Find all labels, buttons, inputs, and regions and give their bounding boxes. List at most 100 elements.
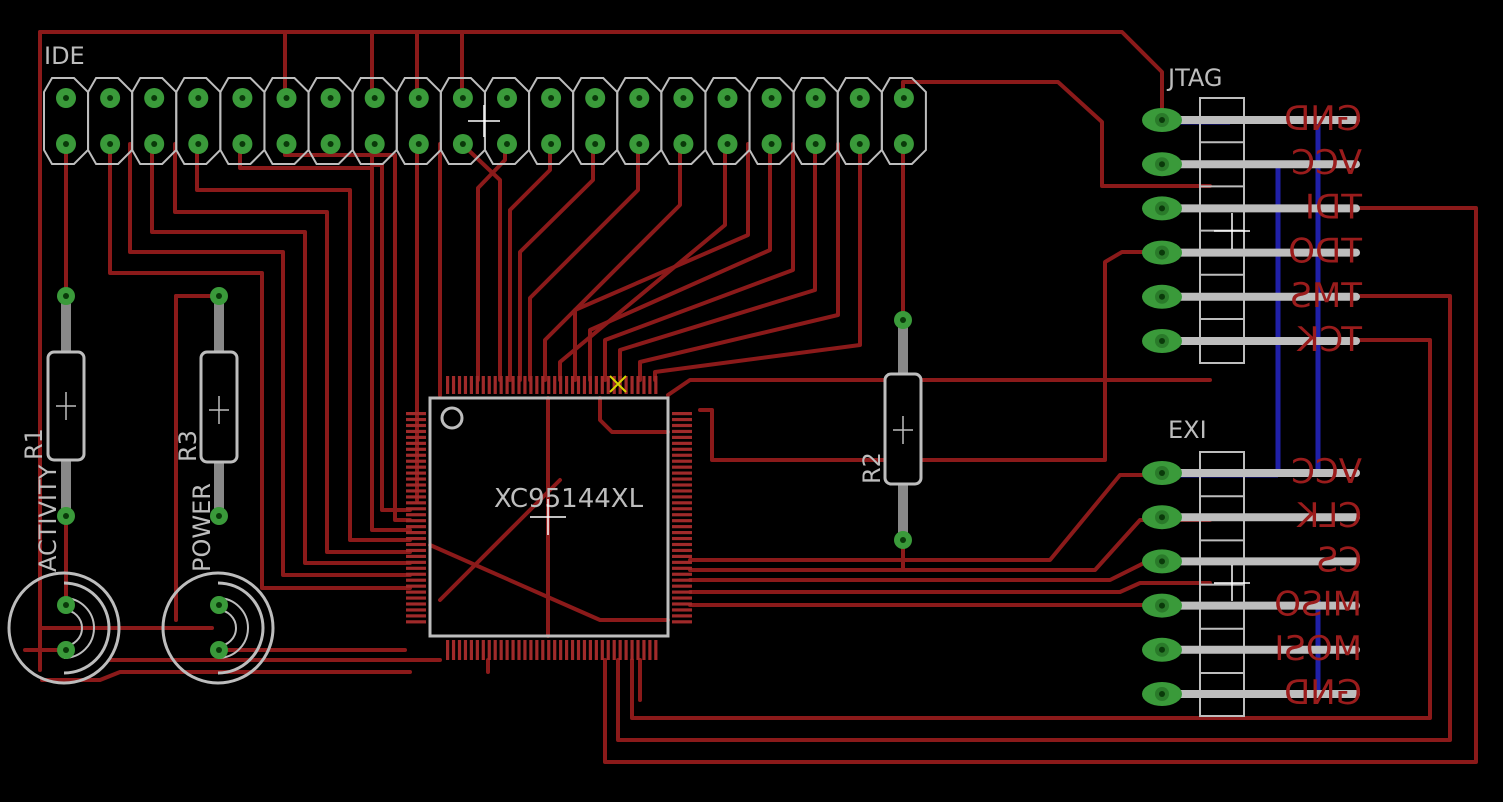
cpld-pad-bottom bbox=[588, 640, 592, 660]
ide-header[interactable]: IDE bbox=[43, 42, 927, 165]
cpld-pad-left bbox=[406, 614, 426, 618]
exi-pin-label: CLK bbox=[1295, 496, 1362, 536]
cpld-pads bbox=[406, 376, 692, 660]
ide-pin-hole bbox=[636, 95, 643, 101]
cpld-pad-bottom bbox=[576, 640, 581, 660]
cpld-pad-top bbox=[594, 376, 598, 394]
ide-pin-outline bbox=[880, 77, 927, 165]
ide-pin-outline bbox=[307, 77, 354, 165]
cpld-pad-top bbox=[606, 376, 610, 394]
cpld-pad-left bbox=[406, 507, 426, 511]
ide-pin-hole bbox=[504, 141, 510, 147]
ide-pin-hole bbox=[107, 141, 114, 147]
ide-pin-hole bbox=[548, 95, 555, 101]
resistor-r1[interactable] bbox=[46, 287, 86, 525]
cpld-pad-left bbox=[406, 423, 426, 428]
jtag-pin-hole bbox=[1159, 161, 1165, 168]
cpld-pad-top bbox=[535, 376, 539, 394]
ide-pin-hole bbox=[856, 95, 863, 101]
cpld-pad-right bbox=[672, 572, 692, 576]
cpld-pad-top bbox=[576, 376, 581, 394]
cpld-pad-left bbox=[406, 412, 426, 416]
cpld-pad-right bbox=[672, 453, 692, 457]
cpld-pad-top bbox=[636, 376, 640, 394]
cpld-pad-left bbox=[406, 566, 426, 570]
cpld-chip[interactable]: XC95144XL bbox=[406, 375, 692, 660]
cpld-pad-top bbox=[582, 376, 587, 394]
cpld-pad-bottom bbox=[636, 640, 640, 660]
jtag-label: JTAG bbox=[1166, 64, 1222, 92]
r1-value: ACTIVITY bbox=[34, 464, 62, 572]
cpld-pad-right bbox=[672, 417, 692, 422]
ide-pin-hole bbox=[327, 95, 334, 101]
cpld-pad-left bbox=[406, 453, 426, 457]
cpld-pad-right bbox=[672, 578, 692, 582]
ide-pin-outline bbox=[792, 77, 839, 165]
cpld-pad-bottom bbox=[582, 640, 587, 660]
cpld-pad-bottom bbox=[648, 640, 652, 660]
cpld-pad-left bbox=[406, 596, 426, 600]
ide-pin-hole bbox=[107, 95, 114, 101]
cpld-pad-left bbox=[406, 429, 426, 434]
ide-pin-hole bbox=[239, 95, 246, 101]
led-activity[interactable] bbox=[7, 571, 121, 685]
ide-pin-outline bbox=[528, 77, 575, 165]
cpld-pad-right bbox=[672, 471, 692, 475]
r2-label: R2 bbox=[858, 452, 886, 484]
cpld-pad-top bbox=[487, 376, 491, 394]
cpld-pad-left bbox=[406, 584, 426, 588]
r3-value: POWER bbox=[188, 483, 216, 572]
cpld-pad-bottom bbox=[547, 640, 551, 660]
ide-pin-hole bbox=[856, 141, 863, 147]
r1-label: R1 bbox=[20, 428, 48, 460]
cpld-pad-bottom bbox=[612, 640, 616, 660]
jtag-pin-label: TDI bbox=[1305, 187, 1363, 227]
cpld-pad-left bbox=[406, 590, 426, 594]
ide-pin-hole bbox=[548, 141, 555, 147]
cpld-pad-bottom bbox=[493, 640, 497, 660]
cpld-pad-top bbox=[648, 376, 652, 394]
ide-pin-outline bbox=[836, 77, 883, 165]
cpld-pad-right bbox=[672, 536, 692, 541]
cpld-pad-top bbox=[588, 376, 592, 394]
cpld-pad-right bbox=[672, 531, 692, 535]
cpld-pad-right bbox=[672, 465, 692, 469]
cpld-pad-left bbox=[406, 536, 426, 541]
ide-pin-hole bbox=[327, 141, 334, 147]
jtag-pin-label: GND bbox=[1284, 99, 1362, 139]
cpld-pad-left bbox=[406, 483, 426, 487]
resistor-r3[interactable] bbox=[199, 287, 239, 525]
ide-pin-outline bbox=[43, 77, 89, 165]
jtag-pin-label: TMS bbox=[1290, 276, 1363, 316]
cpld-pad-top bbox=[541, 376, 545, 394]
cpld-pad-right bbox=[672, 542, 692, 547]
cpld-pad-top bbox=[654, 376, 658, 394]
cpld-pad-top bbox=[523, 376, 527, 394]
cpld-pad-top bbox=[446, 376, 450, 394]
cpld-pad-left bbox=[406, 495, 426, 499]
exi-pin-hole bbox=[1159, 691, 1165, 697]
cpld-pad-right bbox=[672, 584, 692, 588]
ide-pin-hole bbox=[195, 141, 202, 147]
r3-label: R3 bbox=[174, 430, 202, 462]
cpld-pad-top bbox=[553, 376, 557, 394]
cpld-pad-left bbox=[406, 435, 426, 439]
ide-pin-outline bbox=[572, 77, 619, 165]
cpld-pad-top bbox=[559, 376, 563, 394]
led-power[interactable] bbox=[161, 571, 275, 685]
cpld-pad-bottom bbox=[570, 640, 575, 660]
cpld-pad-right bbox=[672, 566, 692, 570]
cpld-pad-bottom bbox=[535, 640, 539, 660]
cpld-pad-left bbox=[406, 441, 426, 445]
cpld-pad-right bbox=[672, 596, 692, 600]
cpld-pad-bottom bbox=[642, 640, 646, 660]
ide-pin-hole bbox=[812, 95, 819, 101]
cpld-pad-bottom bbox=[618, 640, 622, 660]
cpld-pad-right bbox=[672, 447, 692, 451]
cpld-pad-right bbox=[672, 513, 692, 517]
resistor-r2[interactable] bbox=[883, 311, 923, 549]
